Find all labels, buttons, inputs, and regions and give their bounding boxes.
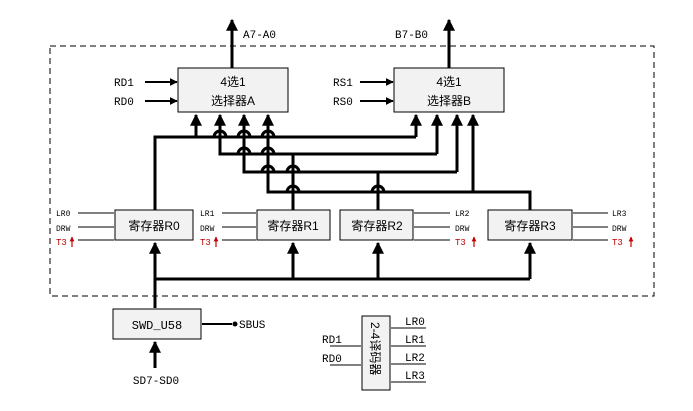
register-r2-controls: LR2 DRW T3	[414, 210, 477, 248]
register-r2: 寄存器R2	[339, 209, 414, 241]
decoder-outputs: LR0 LR1 LR2 LR3	[391, 317, 426, 383]
mux-b-line2: 选择器B	[427, 94, 471, 108]
svg-text:T3: T3	[56, 238, 67, 248]
mux-b-sel0-label: RS0	[333, 97, 353, 109]
decoder-in1-label: RD1	[322, 335, 342, 347]
buffer-swd-u58: SWD_U58	[112, 308, 202, 340]
register-r0-controls: LR0 DRW T3	[56, 210, 114, 248]
input-bus	[149, 241, 536, 308]
buffer-ctrl-label: SBUS	[239, 320, 266, 332]
wire-crossovers	[212, 129, 386, 193]
register-r3-label: 寄存器R3	[504, 218, 556, 233]
svg-text:LR3: LR3	[612, 210, 627, 219]
svg-text:DRW: DRW	[612, 225, 627, 234]
decoder-in0-label: RD0	[322, 354, 342, 366]
register-r2-label: 寄存器R2	[351, 218, 403, 233]
register-r3-controls: LR3 DRW T3	[573, 210, 634, 248]
register-file-boundary	[49, 45, 655, 297]
buffer-input-label: SD7-SD0	[133, 376, 179, 388]
svg-text:LR2: LR2	[405, 353, 425, 365]
register-r1-controls: LR1 DRW T3	[200, 210, 256, 248]
mux-input-wiring	[153, 113, 532, 210]
svg-text:T3: T3	[612, 238, 623, 248]
mux-a-line1: 4选1	[220, 75, 246, 89]
decoder-label: 2-4译码器	[368, 322, 382, 375]
decoder-2-4: 2-4译码器	[361, 315, 391, 391]
register-r0: 寄存器R0	[114, 209, 194, 241]
register-r1-label: 寄存器R1	[267, 218, 319, 233]
svg-text:LR0: LR0	[405, 317, 425, 329]
mux-b-sel1-label: RS1	[333, 78, 353, 90]
svg-text:T3: T3	[200, 238, 211, 248]
mux-a: 4选1 选择器A	[177, 67, 289, 113]
mux-a-input-arrows	[214, 113, 274, 126]
mux-b-line1: 4选1	[436, 75, 462, 89]
svg-text:LR1: LR1	[200, 210, 215, 219]
mux-a-line2: 选择器A	[211, 94, 255, 108]
svg-text:DRW: DRW	[455, 225, 470, 234]
buffer-ctrl-bubble	[232, 321, 238, 327]
svg-text:DRW: DRW	[56, 225, 71, 234]
buffer-label: SWD_U58	[132, 319, 182, 333]
mux-b: 4选1 选择器B	[393, 67, 505, 113]
svg-text:LR3: LR3	[405, 371, 425, 383]
svg-text:LR1: LR1	[405, 335, 425, 347]
svg-text:T3: T3	[455, 238, 466, 248]
mux-a-sel1-label: RD1	[114, 78, 134, 90]
output-a-label: A7-A0	[243, 30, 276, 42]
output-b-label: B7-B0	[395, 30, 428, 42]
svg-text:DRW: DRW	[200, 225, 215, 234]
svg-text:LR2: LR2	[455, 210, 470, 219]
register-r1: 寄存器R1	[256, 209, 331, 241]
mux-a-sel0-label: RD0	[114, 97, 134, 109]
register-r0-label: 寄存器R0	[128, 218, 180, 233]
register-r3: 寄存器R3	[487, 209, 573, 241]
svg-text:LR0: LR0	[56, 210, 71, 219]
